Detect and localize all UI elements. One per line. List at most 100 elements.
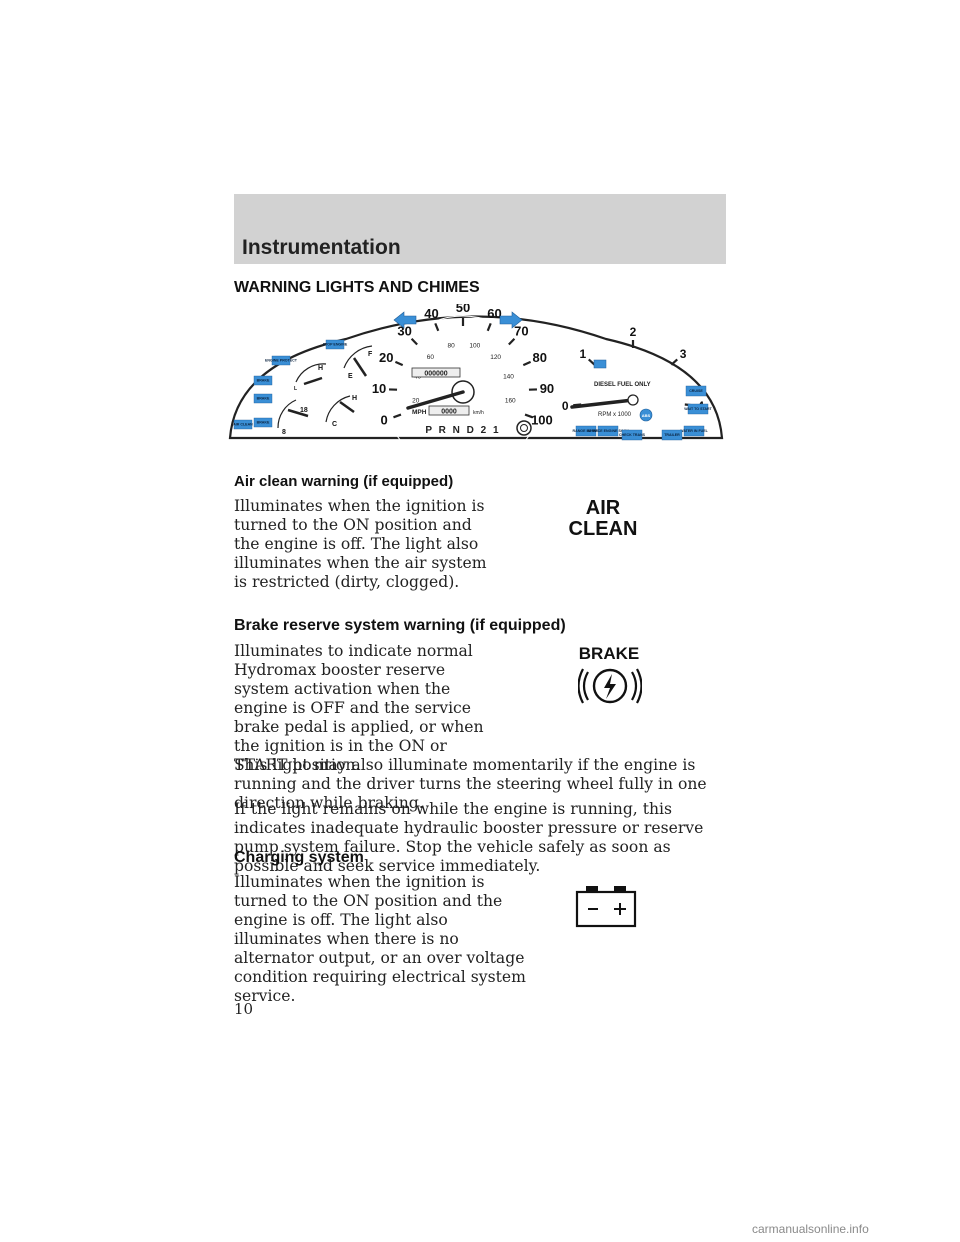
kmh-tick-label: 100 xyxy=(469,342,480,349)
kmh-tick-label: 160 xyxy=(505,397,516,404)
odometer-window xyxy=(411,367,461,378)
speed-tick xyxy=(394,360,404,367)
indicator-box xyxy=(325,339,345,350)
air-clean-text: Illuminates when the ignition is turned … xyxy=(234,497,487,591)
speed-tick xyxy=(410,338,418,346)
indicator-box xyxy=(253,375,273,386)
speed-label: 20 xyxy=(379,350,393,365)
indicator-label: SERVICE ENGINE SOON xyxy=(587,429,629,433)
indicator-label: WATER IN FUEL xyxy=(680,429,708,433)
oil-h: H xyxy=(318,365,323,372)
air-clean-symbol: AIR CLEAN xyxy=(568,498,638,540)
indicator-label: BRAKE xyxy=(257,421,270,425)
indicator-box xyxy=(271,355,291,366)
speed-label: 30 xyxy=(397,324,411,339)
trip-window xyxy=(428,405,470,416)
kmh-tick-label: 140 xyxy=(503,374,514,381)
kmh-tick-label: 120 xyxy=(490,354,501,361)
indicator-label: TRAILER xyxy=(664,433,680,437)
brake-reserve-text-2: This light may also illuminate momentari… xyxy=(234,756,707,812)
brake-reserve-text-3: If the light remains on while the engine… xyxy=(234,800,704,875)
watermark: carmanualsonline.info xyxy=(752,1222,869,1236)
indicator-label: CRUISE xyxy=(689,389,703,393)
indicator-box xyxy=(575,425,597,437)
brake-reserve-icon xyxy=(578,668,642,704)
oil-gauge-arc xyxy=(295,363,327,383)
speed-label: 90 xyxy=(540,381,554,396)
oil-l: L xyxy=(294,386,297,392)
fuel-gauge-needle xyxy=(352,357,368,377)
indicator-label: BRAKE xyxy=(257,397,270,401)
charging-heading: Charging system xyxy=(234,849,364,866)
air-clean-heading: Air clean warning (if equipped) xyxy=(234,473,454,490)
battery-icon xyxy=(575,886,637,928)
air-clean-line1: AIR xyxy=(585,497,621,519)
temp-gauge-arc xyxy=(325,395,351,423)
brake-reserve-heading: Brake reserve system warning (if equippe… xyxy=(234,617,566,634)
speed-label: 10 xyxy=(372,381,386,396)
volt-18: 18 xyxy=(300,407,308,414)
rpm-label-value: 1 xyxy=(580,347,587,361)
indicator-label: AIR CLEAN xyxy=(233,423,253,427)
volt-gauge-arc xyxy=(277,399,297,429)
brake-symbol-label: BRAKE xyxy=(578,644,640,663)
abs-label: ABS xyxy=(642,413,651,418)
diesel-label: DIESEL FUEL ONLY xyxy=(594,382,651,388)
temp-c: C xyxy=(332,421,337,428)
rpm-tick xyxy=(588,358,596,366)
kmh-tick-label: 80 xyxy=(448,342,456,349)
indicator-box xyxy=(233,419,253,430)
speed-label: 70 xyxy=(514,324,528,339)
left-turn-arrow-icon xyxy=(393,311,417,329)
speed-label: 60 xyxy=(487,306,501,321)
left-small-gauges: H L F E 18 8 H C xyxy=(277,345,373,436)
speed-label: 80 xyxy=(533,350,547,365)
header-band xyxy=(234,194,726,264)
fuel-e: E xyxy=(348,373,353,380)
indicator-label: CHECK TRANS xyxy=(619,433,646,437)
indicator-box xyxy=(253,417,273,428)
speed-ticks xyxy=(389,318,537,419)
speed-label: 100 xyxy=(531,413,553,428)
indicator-box xyxy=(253,393,273,404)
trip-odometer: 0000 xyxy=(441,409,457,416)
indicator-box xyxy=(597,425,619,437)
oil-gauge-needle xyxy=(303,376,323,386)
brake-reserve-text: Illuminates to indicate normal Hydromax … xyxy=(234,642,484,774)
indicator-label: ENGINE PROTECT xyxy=(265,359,298,363)
speed-label: 0 xyxy=(380,413,387,428)
tachometer: 01234 DIESEL FUEL ONLY RPM x 1000 ABS xyxy=(562,325,704,422)
high-beam-icon xyxy=(593,359,607,369)
fuel-f: F xyxy=(368,351,373,358)
rpm-label-value: 3 xyxy=(680,347,687,361)
page-number: 10 xyxy=(234,1000,254,1018)
right-turn-arrow-icon xyxy=(499,311,523,329)
speed-tick xyxy=(522,360,532,367)
temp-gauge-needle xyxy=(339,400,355,414)
speed-label: 40 xyxy=(424,306,438,321)
speed-tick xyxy=(524,413,533,419)
chapter-title: Instrumentation xyxy=(242,236,401,259)
fuel-gauge-arc xyxy=(343,345,373,369)
indicator-box xyxy=(687,403,709,415)
volt-8: 8 xyxy=(282,429,286,436)
indicator-box xyxy=(685,385,707,397)
abs-indicator-icon xyxy=(639,408,653,422)
gear-indicator: P R N D 2 1 xyxy=(425,425,500,436)
rpm-tick xyxy=(670,358,678,366)
indicator-box xyxy=(621,429,643,441)
speed-tick xyxy=(486,322,492,332)
speed-tick xyxy=(434,322,440,332)
rpm-label-value: 0 xyxy=(562,399,569,413)
volt-gauge-needle xyxy=(287,408,309,418)
kmh-label: km/h xyxy=(473,410,484,416)
tach-needle xyxy=(570,398,635,409)
speed-needle xyxy=(406,390,465,410)
indicator-box xyxy=(661,429,683,441)
indicator-label: BRAKE xyxy=(257,379,270,383)
kmh-tick-label: 60 xyxy=(427,354,435,361)
speed-tick xyxy=(393,413,402,419)
